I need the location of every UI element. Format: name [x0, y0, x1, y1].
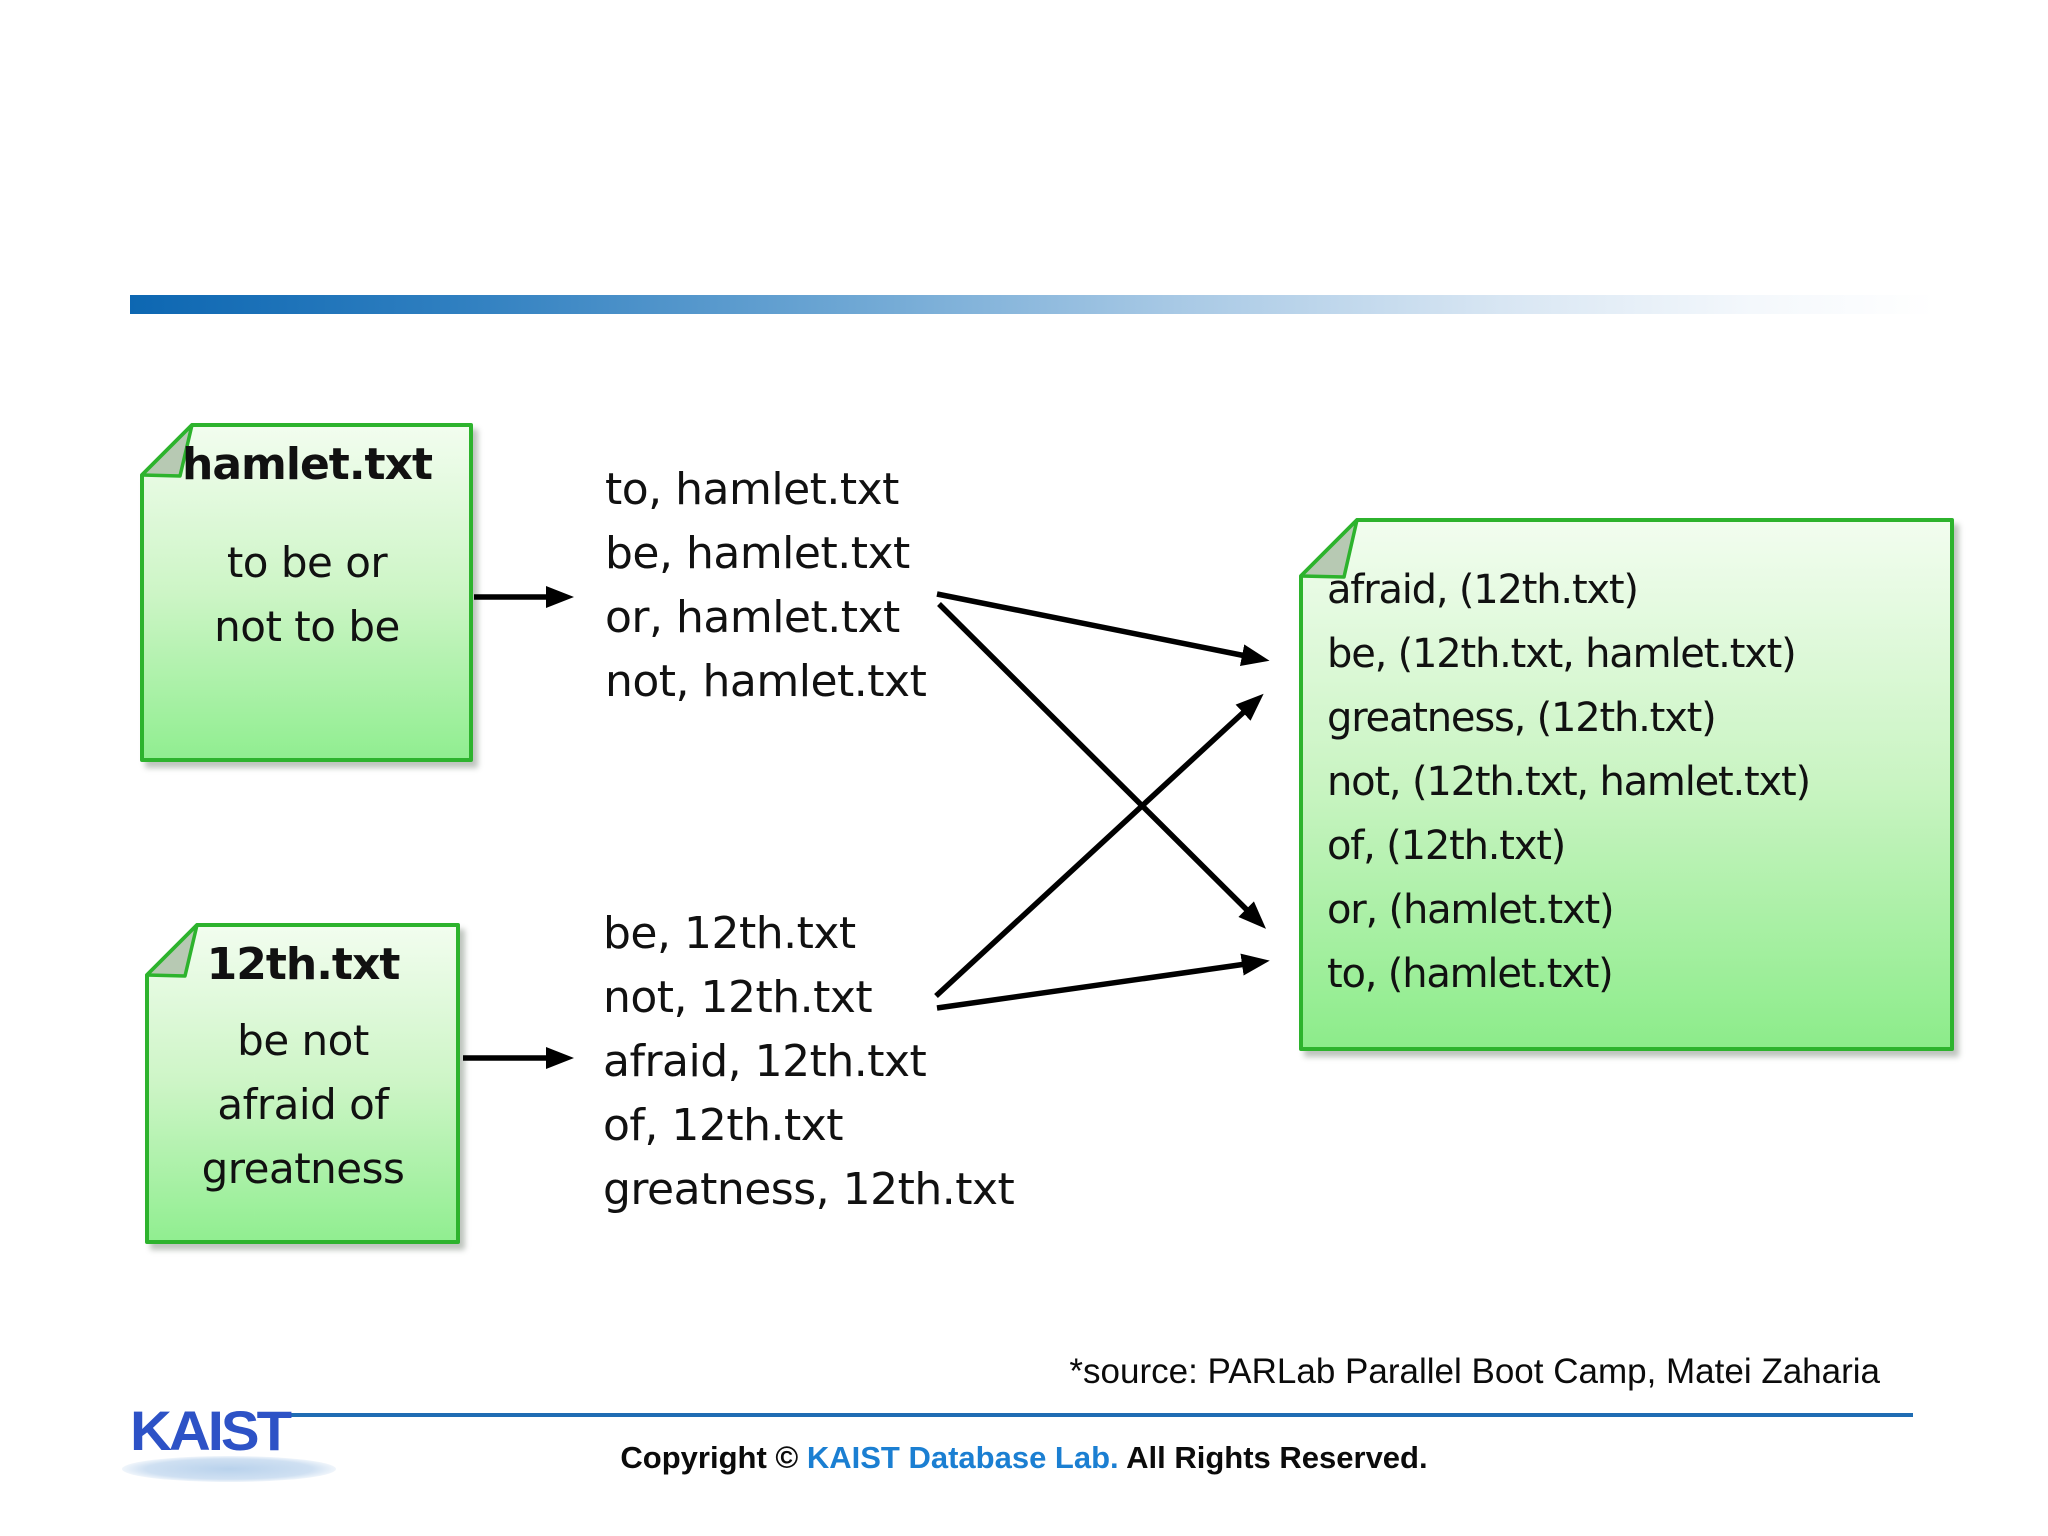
arrow-shuffle-hamlet-upper — [936, 591, 1270, 666]
copyright-lab-name: KAIST Database Lab. — [806, 1440, 1119, 1475]
map-output-hamlet: to, hamlet.txt be, hamlet.txt or, hamlet… — [605, 458, 927, 714]
map-output-line: afraid, 12th.txt — [603, 1036, 927, 1087]
map-output-line: not, hamlet.txt — [605, 656, 927, 707]
arrow-shuffle-hamlet-lower — [937, 602, 1267, 929]
map-output-line: of, 12th.txt — [603, 1100, 844, 1151]
kaist-logo-text: KAIST — [130, 1400, 292, 1463]
sticky-note-shape — [145, 923, 460, 1244]
reduce-line: or, (hamlet.txt) — [1327, 887, 1615, 933]
reduce-line: not, (12th.txt, hamlet.txt) — [1327, 759, 1811, 805]
note-hamlet-line: to be or — [226, 538, 388, 587]
folded-corner-icon — [145, 923, 199, 978]
note-hamlet-title: hamlet.txt — [182, 439, 433, 490]
footer-rule — [283, 1413, 1913, 1417]
reduce-line: of, (12th.txt) — [1327, 823, 1566, 869]
note-twelfth-title: 12th.txt — [206, 939, 401, 990]
reduce-line: to, (hamlet.txt) — [1327, 951, 1614, 997]
folded-corner-icon — [140, 423, 194, 478]
copyright-prefix: Copyright © — [620, 1440, 807, 1475]
folded-corner-icon — [1299, 518, 1359, 579]
map-output-line: or, hamlet.txt — [605, 592, 900, 643]
map-output-line: not, 12th.txt — [603, 972, 873, 1023]
map-output-twelfth: be, 12th.txt not, 12th.txt afraid, 12th.… — [603, 902, 1015, 1222]
reduce-line: be, (12th.txt, hamlet.txt) — [1327, 631, 1797, 677]
note-reduce-output: afraid, (12th.txt) be, (12th.txt, hamlet… — [1299, 518, 1955, 1052]
kaist-logo-shadow — [122, 1456, 336, 1482]
top-accent-bar — [130, 295, 1936, 314]
note-hamlet: hamlet.txt to be or not to be — [140, 423, 474, 763]
map-output-line: to, hamlet.txt — [605, 464, 899, 515]
reduce-line: greatness, (12th.txt) — [1327, 695, 1717, 741]
note-twelfth-line: afraid of — [217, 1080, 389, 1129]
arrow-shuffle-twelfth-lower — [936, 953, 1270, 1011]
map-output-line: be, 12th.txt — [603, 908, 856, 959]
map-output-line: greatness, 12th.txt — [603, 1164, 1015, 1215]
note-twelfth: 12th.txt be not afraid of greatness — [145, 923, 461, 1245]
source-attribution: *source: PARLab Parallel Boot Camp, Mate… — [1069, 1352, 1880, 1391]
reduce-line: afraid, (12th.txt) — [1327, 567, 1639, 613]
copyright-line: Copyright © KAIST Database Lab. All Righ… — [0, 1440, 2048, 1476]
sticky-note-shape — [140, 423, 473, 762]
note-twelfth-line: greatness — [201, 1144, 405, 1193]
arrow-shuffle-twelfth-upper — [934, 693, 1264, 999]
note-twelfth-line: be not — [237, 1016, 369, 1065]
note-hamlet-line: not to be — [214, 602, 400, 651]
copyright-suffix: All Rights Reserved. — [1118, 1440, 1428, 1475]
kaist-logo: KAIST — [122, 1398, 342, 1482]
map-output-line: be, hamlet.txt — [605, 528, 910, 579]
sticky-note-shape — [1299, 518, 1954, 1051]
